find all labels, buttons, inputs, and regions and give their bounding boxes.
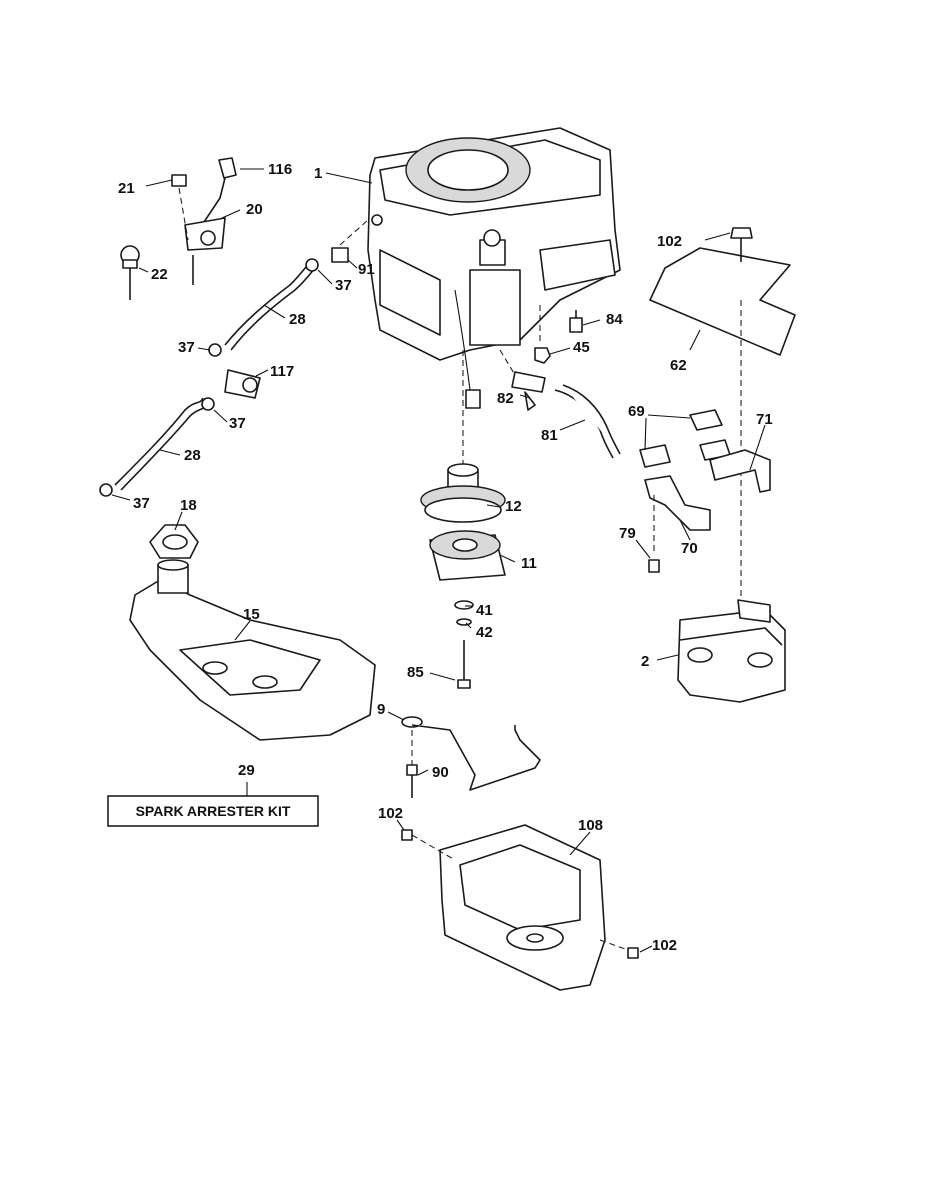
callout-22: 22 [151, 266, 168, 283]
rod-parts [401, 716, 541, 798]
spark-arrester-kit-box: SPARK ARRESTER KIT [107, 782, 319, 827]
callout-45: 45 [573, 339, 590, 356]
callout-116: 116 [268, 161, 292, 178]
engine-bolts [534, 305, 583, 364]
callout-102: 102 [652, 937, 677, 954]
callout-102: 102 [378, 805, 403, 822]
callout-37: 37 [133, 495, 150, 512]
callout-37: 37 [229, 415, 246, 432]
callout-1: 1 [314, 165, 322, 182]
callout-28: 28 [184, 447, 201, 464]
callout-85: 85 [407, 664, 424, 681]
callout-numbers: 1 116 21 20 22 91 37 28 37 117 37 28 37 … [118, 161, 773, 954]
leader-lines [111, 168, 766, 953]
throttle-control-parts [120, 157, 237, 300]
callout-69: 69 [628, 403, 645, 420]
callout-37: 37 [335, 277, 352, 294]
callout-108: 108 [578, 817, 603, 834]
mounting-bracket-parts [401, 824, 639, 991]
callout-82: 82 [497, 390, 514, 407]
exhaust-parts [639, 227, 796, 703]
callout-102: 102 [657, 233, 682, 250]
callout-21: 21 [118, 180, 135, 197]
callout-2: 2 [641, 653, 649, 670]
callout-37: 37 [178, 339, 195, 356]
callout-42: 42 [476, 624, 493, 641]
spark-arrester-kit-label: SPARK ARRESTER KIT [136, 803, 291, 819]
callout-18: 18 [180, 497, 197, 514]
callout-70: 70 [681, 540, 698, 557]
pulley-clutch-parts [420, 350, 506, 689]
fuel-line-parts [99, 219, 369, 497]
fuel-tank-parts [129, 524, 376, 741]
callout-12: 12 [505, 498, 522, 515]
callout-117: 117 [270, 363, 294, 380]
callout-20: 20 [246, 201, 263, 218]
callout-90: 90 [432, 764, 449, 781]
engine-assembly [367, 127, 621, 361]
callout-28: 28 [289, 311, 306, 328]
wiring-parts [454, 289, 621, 459]
callout-79: 79 [619, 525, 636, 542]
callout-11: 11 [521, 555, 537, 572]
callout-71: 71 [756, 411, 773, 428]
callout-81: 81 [541, 427, 558, 444]
callout-91: 91 [358, 261, 375, 278]
callout-41: 41 [476, 602, 493, 619]
callout-15: 15 [243, 606, 260, 623]
callout-84: 84 [606, 311, 623, 328]
callout-9: 9 [377, 701, 385, 718]
callout-62: 62 [670, 357, 687, 374]
callout-29: 29 [238, 762, 255, 779]
